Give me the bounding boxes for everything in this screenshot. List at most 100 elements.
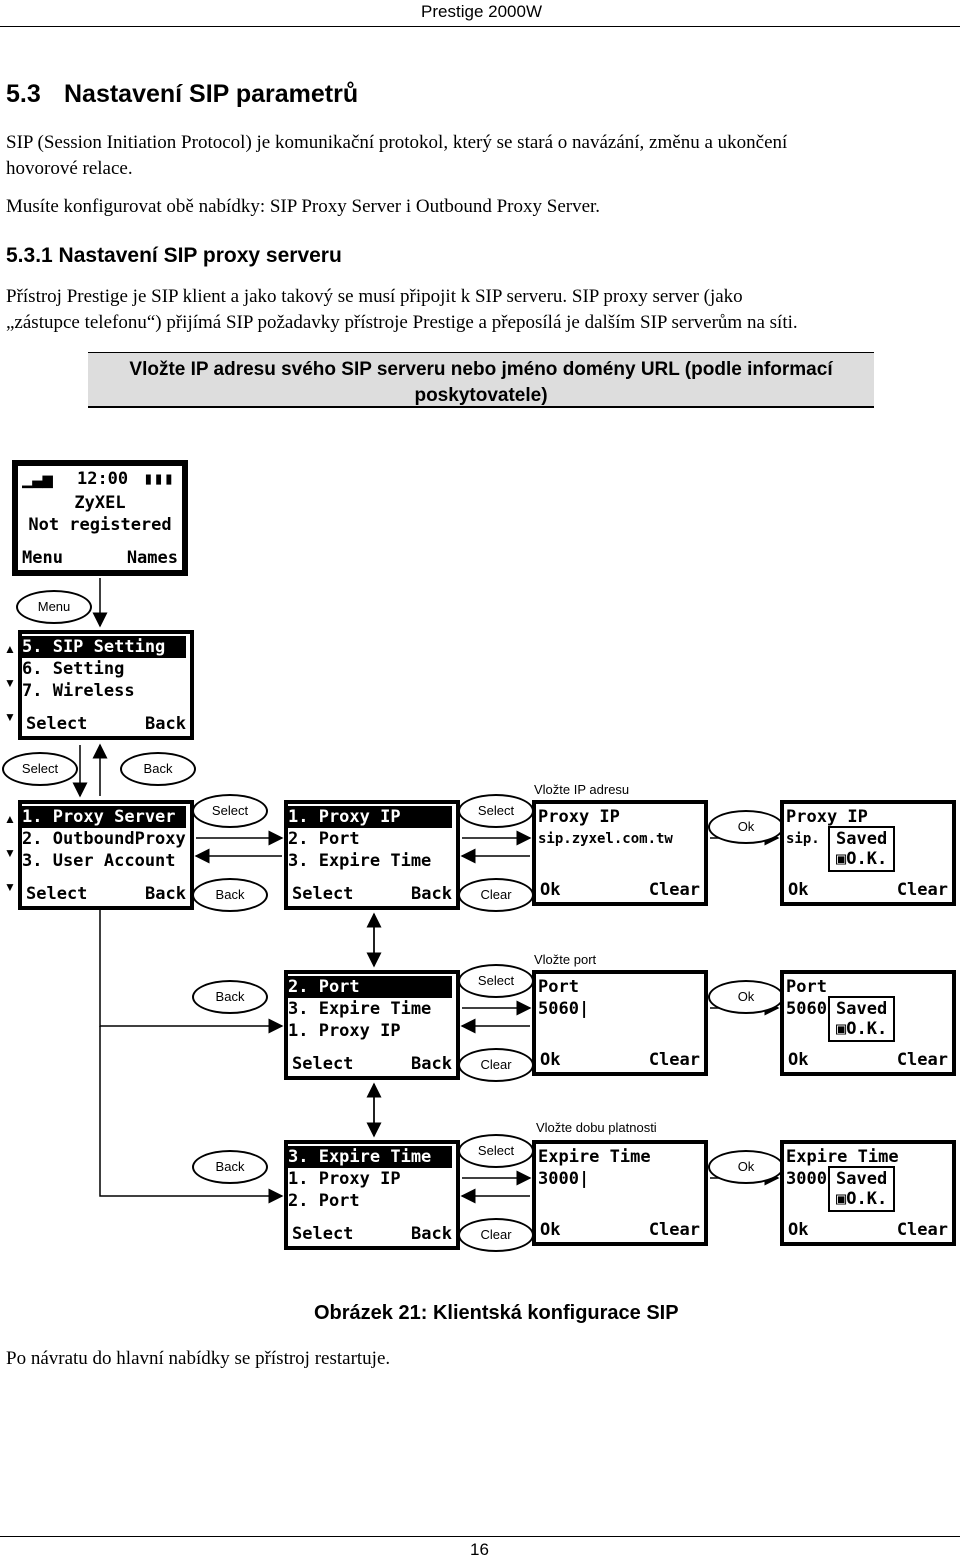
battery-icon: ▮▮▮ xyxy=(143,469,174,489)
body-line-1: Přístroj Prestige je SIP klient a jako t… xyxy=(6,286,743,307)
clear-key[interactable]: Clear xyxy=(458,878,534,912)
back-key[interactable]: Back xyxy=(120,752,196,786)
saved-title: Expire Time xyxy=(786,1147,899,1167)
floppy-icon: ▣ xyxy=(836,849,847,869)
idle-status: Not registered xyxy=(28,515,172,535)
figure-caption: Obrázek 21: Klientská konfigurace SIP xyxy=(314,1302,679,1324)
scroll-arrows-icon: ▲▼▼ xyxy=(4,812,16,894)
running-header: Prestige 2000W xyxy=(421,2,542,21)
idle-screen: ▁▃▅ 12:00 ▮▮▮ ZyXEL Not registered Menu … xyxy=(12,460,188,576)
proxy-menu-screen-1: 1. Proxy IP 2. Port 3. Expire Time Selec… xyxy=(284,800,460,910)
menu-item: 1. Proxy IP xyxy=(288,1169,401,1189)
entry-title: Proxy IP xyxy=(538,807,620,827)
popup-line-1: Saved xyxy=(836,829,888,849)
scroll-arrows-icon: ▲▼▼ xyxy=(4,642,16,724)
header-rule xyxy=(0,26,960,27)
menu-item: 6. Setting xyxy=(22,659,125,679)
expire-saved-screen: Expire Time 3000 Ok Clear Saved ▣O.K. xyxy=(780,1140,956,1246)
saved-value: sip. xyxy=(786,831,820,847)
select-key[interactable]: Select xyxy=(458,964,534,998)
ok-key[interactable]: Ok xyxy=(708,980,784,1014)
left-softkey: Ok xyxy=(540,1220,561,1240)
right-softkey: Clear xyxy=(896,880,948,900)
body-line-2: „zástupce telefonu“) přijímá SIP požadav… xyxy=(6,312,798,333)
left-softkey: Select xyxy=(292,884,354,904)
entry-value: 3000| xyxy=(538,1169,590,1189)
menu-item: 7. Wireless xyxy=(22,681,135,701)
restart-note: Po návratu do hlavní nabídky se přístroj… xyxy=(6,1348,391,1369)
clear-key[interactable]: Clear xyxy=(458,1218,534,1252)
saved-popup: Saved ▣O.K. xyxy=(828,996,896,1042)
saved-title: Port xyxy=(786,977,827,997)
menu-item: 2. OutboundProxy xyxy=(22,829,186,849)
saved-value: 3000 xyxy=(786,1169,827,1189)
left-softkey: Ok xyxy=(788,1220,809,1240)
entry-title: Expire Time xyxy=(538,1147,651,1167)
menu-item-selected: 1. Proxy IP xyxy=(288,806,452,828)
floppy-icon: ▣ xyxy=(836,1189,847,1209)
clear-key[interactable]: Clear xyxy=(458,1048,534,1082)
right-softkey: Back xyxy=(145,884,186,904)
proxy-ip-saved-screen: Proxy IP sip. Ok Clear Saved ▣O.K. xyxy=(780,800,956,906)
saved-popup: Saved ▣O.K. xyxy=(828,1166,896,1212)
subsection-heading: 5.3.1 Nastavení SIP proxy serveru xyxy=(6,244,342,267)
port-saved-screen: Port 5060 Ok Clear Saved ▣O.K. xyxy=(780,970,956,1076)
right-softkey: Back xyxy=(411,1054,452,1074)
menu-item-selected: 5. SIP Setting xyxy=(22,636,186,658)
popup-line-2: O.K. xyxy=(846,1019,888,1039)
idle-right-softkey: Names xyxy=(126,548,178,568)
right-softkey: Clear xyxy=(896,1050,948,1070)
note-line-1: Vložte IP adresu svého SIP serveru nebo … xyxy=(129,359,833,380)
signal-icon: ▁▃▅ xyxy=(22,469,53,489)
proxy-menu-screen-3: 3. Expire Time 1. Proxy IP 2. Port Selec… xyxy=(284,1140,460,1250)
popup-line-2: O.K. xyxy=(846,1189,888,1209)
intro-line-1: SIP (Session Initiation Protocol) je kom… xyxy=(6,132,788,153)
popup-line-2: O.K. xyxy=(846,849,888,869)
ok-key[interactable]: Ok xyxy=(708,810,784,844)
menu-item: 1. Proxy IP xyxy=(288,1021,401,1041)
left-softkey: Ok xyxy=(540,880,561,900)
left-softkey: Ok xyxy=(788,1050,809,1070)
right-softkey: Clear xyxy=(648,1220,700,1240)
note-line-2: poskytovatele) xyxy=(414,385,548,406)
popup-line-1: Saved xyxy=(836,999,888,1019)
idle-left-softkey: Menu xyxy=(22,548,63,568)
entry-caption: Vložte dobu platnosti xyxy=(536,1120,657,1135)
entry-caption: Vložte port xyxy=(534,952,597,967)
sip-menu-screen: 1. Proxy Server 2. OutboundProxy 3. User… xyxy=(18,800,194,910)
right-softkey: Back xyxy=(411,1224,452,1244)
ok-key[interactable]: Ok xyxy=(708,1150,784,1184)
menu-item-selected: 3. Expire Time xyxy=(288,1146,452,1168)
intro-line-3: Musíte konfigurovat obě nabídky: SIP Pro… xyxy=(6,196,601,217)
main-menu-screen: 5. SIP Setting 6. Setting 7. Wireless Se… xyxy=(18,630,194,740)
select-key[interactable]: Select xyxy=(192,794,268,828)
right-softkey: Clear xyxy=(648,880,700,900)
back-key[interactable]: Back xyxy=(192,980,268,1014)
footer-rule xyxy=(0,1536,960,1537)
left-softkey: Ok xyxy=(540,1050,561,1070)
back-key[interactable]: Back xyxy=(192,878,268,912)
back-key[interactable]: Back xyxy=(192,1150,268,1184)
entry-value: 5060| xyxy=(538,999,590,1019)
entry-caption: Vložte IP adresu xyxy=(534,782,630,797)
select-key[interactable]: Select xyxy=(458,1134,534,1168)
entry-title: Port xyxy=(538,977,579,997)
section-number: 5.3 xyxy=(6,80,41,108)
note-box: Vložte IP adresu svého SIP serveru nebo … xyxy=(88,352,874,408)
select-key[interactable]: Select xyxy=(2,752,78,786)
menu-item-selected: 1. Proxy Server xyxy=(22,806,186,828)
menu-item: 3. Expire Time xyxy=(288,999,432,1019)
right-softkey: Clear xyxy=(648,1050,700,1070)
menu-key[interactable]: Menu xyxy=(16,590,92,624)
select-key[interactable]: Select xyxy=(458,794,534,828)
menu-item-selected: 2. Port xyxy=(288,976,452,998)
left-softkey: Ok xyxy=(788,880,809,900)
clock-time: 12:00 xyxy=(76,469,129,489)
left-softkey: Select xyxy=(26,884,88,904)
menu-item: 3. Expire Time xyxy=(288,851,432,871)
saved-value: 5060 xyxy=(786,999,827,1019)
left-softkey: Select xyxy=(26,714,88,734)
menu-item: 2. Port xyxy=(288,1191,360,1211)
right-softkey: Back xyxy=(411,884,452,904)
